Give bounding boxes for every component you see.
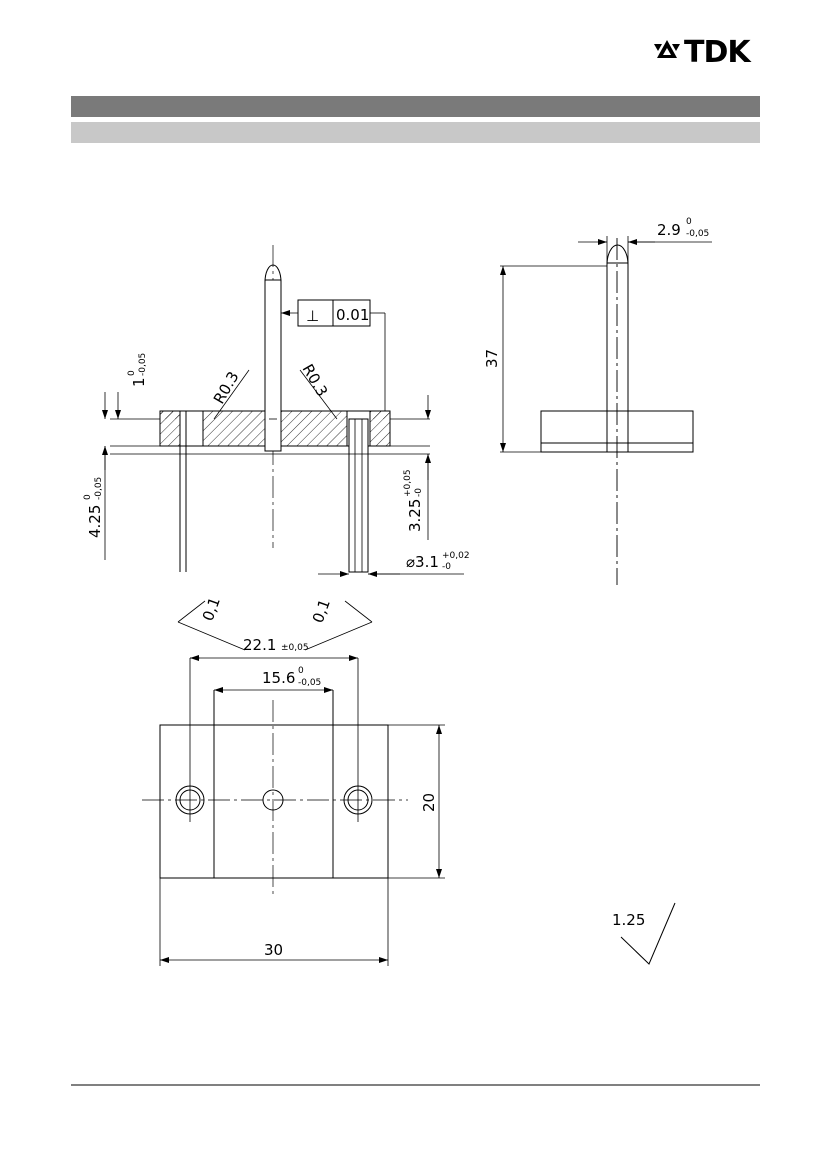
tdk-logo: TDK (654, 35, 753, 70)
svg-text:-0: -0 (442, 562, 451, 572)
svg-text:4.25: 4.25 (86, 505, 104, 538)
dim-pin-diameter: ⌀3.1 +0,02 -0 (318, 551, 470, 577)
svg-text:2.9: 2.9 (657, 221, 681, 239)
svg-text:R0.3: R0.3 (210, 368, 243, 407)
dim-pin-length: 3.25 +0,05 -0 (403, 395, 431, 540)
svg-text:1.25: 1.25 (612, 911, 645, 929)
svg-text:0: 0 (298, 666, 304, 676)
dim-overall-height: 4.25 0 -0,05 (83, 392, 430, 560)
svg-text:⌀3.1: ⌀3.1 (406, 553, 439, 571)
dim-side-height: 37 (483, 265, 607, 453)
header-bar-light (71, 122, 760, 143)
svg-text:R0.3: R0.3 (299, 361, 332, 400)
header-bar-dark (71, 96, 760, 117)
radius-right-callout: R0.3 (299, 361, 338, 420)
dim-width: 30 (159, 878, 389, 966)
dim-pin-spacing: 22.1 ±0,05 (177, 621, 373, 661)
svg-text:0: 0 (127, 370, 137, 376)
svg-text:-0: -0 (414, 488, 424, 497)
side-view (540, 236, 694, 585)
svg-text:-0,05: -0,05 (298, 678, 321, 688)
svg-text:15.6: 15.6 (262, 669, 295, 687)
svg-text:20: 20 (420, 793, 438, 812)
surface-roughness-symbol: 1.25 (612, 902, 676, 965)
dim-tilt-right: 0,1 (309, 597, 373, 626)
svg-text:±0,05: ±0,05 (281, 643, 309, 653)
svg-text:37: 37 (483, 349, 501, 368)
logo-text: TDK (684, 35, 752, 70)
top-view (142, 658, 408, 898)
center-pin (264, 279, 282, 452)
svg-text:0: 0 (83, 494, 93, 500)
dim-inner-width: 15.6 0 -0,05 (214, 666, 333, 693)
svg-text:22.1: 22.1 (243, 636, 276, 654)
svg-text:0: 0 (686, 217, 692, 227)
dim-depth: 20 (388, 724, 445, 879)
svg-text:-0,05: -0,05 (686, 229, 709, 239)
svg-text:3.25: 3.25 (406, 499, 424, 532)
dim-tilt-left: 0,1 (177, 595, 224, 624)
svg-text:30: 30 (264, 941, 283, 959)
svg-text:1: 1 (130, 377, 148, 387)
front-section-view (110, 245, 430, 573)
perpendicularity-frame: ⊥ 0.01 (281, 299, 386, 411)
svg-text:-0,05: -0,05 (138, 353, 148, 376)
right-pin (348, 418, 369, 573)
svg-text:0,1: 0,1 (309, 597, 334, 626)
svg-text:+0,05: +0,05 (403, 469, 413, 497)
dim-side-pin: 2.9 0 -0,05 (578, 217, 712, 245)
svg-text:+0,02: +0,02 (442, 551, 470, 561)
dim-flange-thickness: 1 0 -0,05 (115, 353, 148, 419)
tdk-triangles-icon (654, 40, 680, 58)
svg-text:0,1: 0,1 (199, 595, 224, 624)
svg-text:-0,05: -0,05 (94, 477, 104, 500)
perpendicularity-value: 0.01 (336, 306, 369, 324)
perpendicularity-symbol: ⊥ (306, 307, 319, 325)
